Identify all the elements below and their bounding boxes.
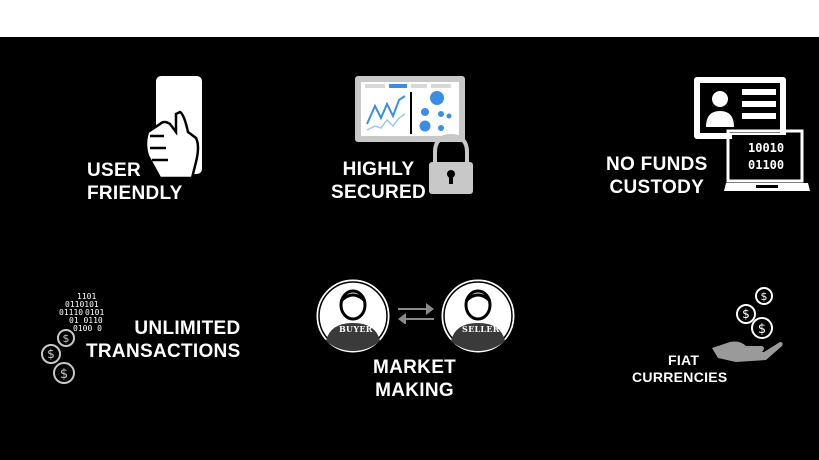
bits-line-4: 0101 [85,308,105,317]
fiat-currencies-line-1: FIAT [668,352,700,368]
fiat-currencies-line-2: CURRENCIES [632,368,728,385]
fiat-currencies-label: FIAT CURRENCIES [632,352,728,386]
market-making-label: MARKET MAKING [373,357,456,403]
svg-text:$: $ [742,307,750,321]
binary-code-line-2: 01100 [748,158,785,173]
bits-line-6: 0100 0 [73,324,102,333]
no-funds-custody-line-2: CUSTODY [609,176,705,198]
unlimited-transactions-line-2: TRANSACTIONS [86,340,241,362]
binary-code-line-1: 10010 [748,141,785,155]
market-making-line-2: MAKING [375,379,454,401]
unlimited-transactions-line-1: UNLIMITED [134,318,241,339]
svg-text:$: $ [47,347,55,361]
bits-line-3: 01110 [59,308,84,317]
highly-secured-label: HIGHLY SECURED [331,159,426,205]
bits-line-1: 1101 [77,292,97,301]
binary-bits-cluster: 1101 0110101 01110 0101 01 0110 0100 0 [55,293,125,333]
seller-avatar-icon [437,275,519,357]
user-friendly-line-1: USER [87,160,141,181]
stacked-coins-icon: $ $ $ [40,328,82,386]
svg-text:$: $ [758,322,766,337]
buyer-badge: BUYER [339,324,373,334]
highly-secured-line-2: SECURED [331,181,427,203]
buyer-avatar-icon [312,275,394,357]
svg-text:$: $ [761,290,768,303]
binary-code-display: 10010 01100 [748,140,784,175]
bits-line-2: 0110101 [65,300,99,309]
hand-holding-phone-icon [140,74,215,184]
no-funds-custody-label: NO FUNDS CUSTODY [606,154,708,200]
unlimited-transactions-label: UNLIMITED TRANSACTIONS [86,318,241,364]
bits-line-5: 01 0110 [69,316,103,325]
dashboard-with-padlock-icon [353,74,493,196]
user-friendly-line-2: FRIENDLY [87,182,183,204]
hand-with-coins-icon: $ $ $ [706,286,786,366]
no-funds-custody-line-1: NO FUNDS [606,154,708,175]
svg-text:$: $ [60,367,68,382]
svg-text:$: $ [63,332,70,345]
top-white-band [0,0,819,37]
user-friendly-label: USER FRIENDLY [87,160,183,206]
seller-badge: SELLER [462,324,500,334]
highly-secured-line-1: HIGHLY [342,159,415,180]
laptop-with-id-card-icon [692,75,812,197]
exchange-arrows-icon [396,302,436,324]
market-making-line-1: MARKET [373,357,457,378]
